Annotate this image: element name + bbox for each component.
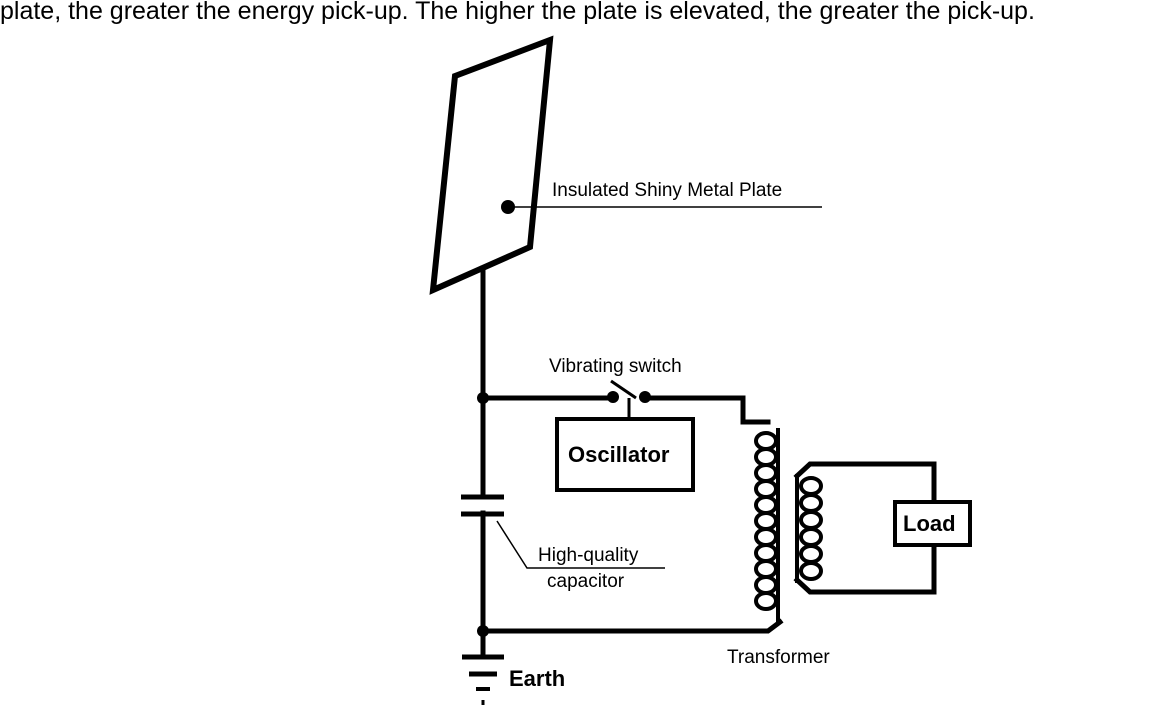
load-box bbox=[893, 500, 972, 547]
switch-arm bbox=[610, 379, 637, 400]
caption-text: plate, the greater the energy pick-up. T… bbox=[0, 0, 1035, 25]
capacitor-label-line1: High-quality bbox=[538, 545, 639, 566]
transformer-primary-coil bbox=[754, 428, 780, 625]
metal-plate bbox=[429, 35, 554, 295]
switch-contact-left bbox=[607, 391, 619, 403]
secondary-wire-bottom bbox=[793, 542, 937, 595]
secondary-wire-top bbox=[793, 461, 937, 505]
load-label: Load bbox=[903, 511, 956, 536]
oscillator-box bbox=[555, 417, 695, 492]
transformer-label: Transformer bbox=[727, 647, 830, 668]
bottom-wire bbox=[480, 618, 784, 634]
transformer-secondary-coil bbox=[795, 474, 823, 583]
capacitor-label-leader bbox=[496, 520, 665, 569]
earth-label: Earth bbox=[509, 666, 565, 691]
oscillator-label: Oscillator bbox=[568, 442, 670, 467]
switch-label: Vibrating switch bbox=[549, 356, 682, 377]
switch-wire-right bbox=[642, 395, 771, 425]
plate-label: Insulated Shiny Metal Plate bbox=[552, 180, 782, 201]
earth-ground-symbol bbox=[462, 654, 504, 705]
capacitor-label-line2: capacitor bbox=[547, 571, 625, 592]
